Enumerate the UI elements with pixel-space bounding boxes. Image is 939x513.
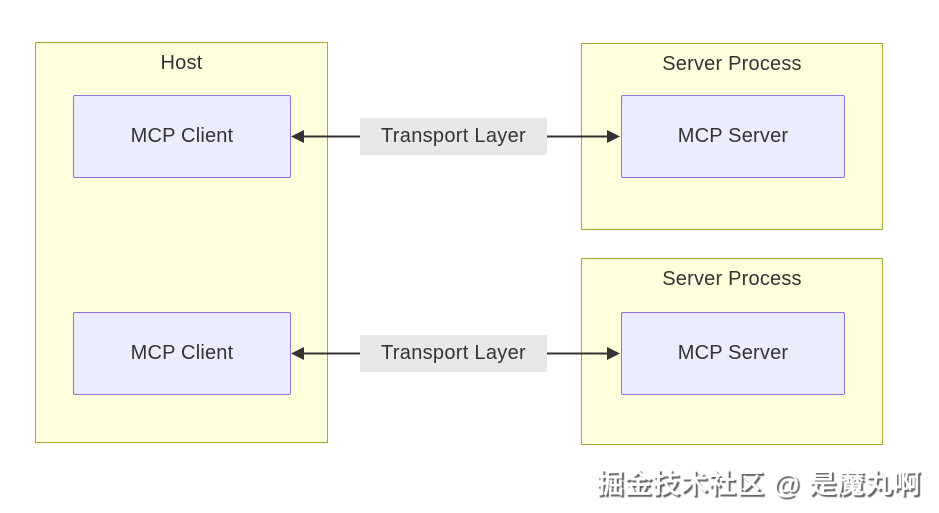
mcp-server-node-2: MCP Server (621, 312, 845, 395)
mcp-client-node-2-label: MCP Client (130, 342, 234, 364)
mcp-client-node-1-label: MCP Client (130, 125, 234, 147)
mcp-server-node-1-label: MCP Server (677, 125, 789, 147)
transport-layer-label-2: Transport Layer (360, 335, 547, 372)
mcp-server-node-1: MCP Server (621, 95, 845, 178)
host-group-label: Host (160, 52, 203, 74)
mcp-client-node-1: MCP Client (73, 95, 291, 178)
server-process-group-1-label: Server Process (662, 53, 802, 75)
watermark: 掘金技术社区 @ 是魔丸啊 (596, 469, 921, 499)
server-process-group-2-label: Server Process (662, 268, 802, 290)
transport-layer-label-1: Transport Layer (360, 118, 547, 155)
mcp-client-node-2: MCP Client (73, 312, 291, 395)
mcp-server-node-2-label: MCP Server (677, 342, 789, 364)
